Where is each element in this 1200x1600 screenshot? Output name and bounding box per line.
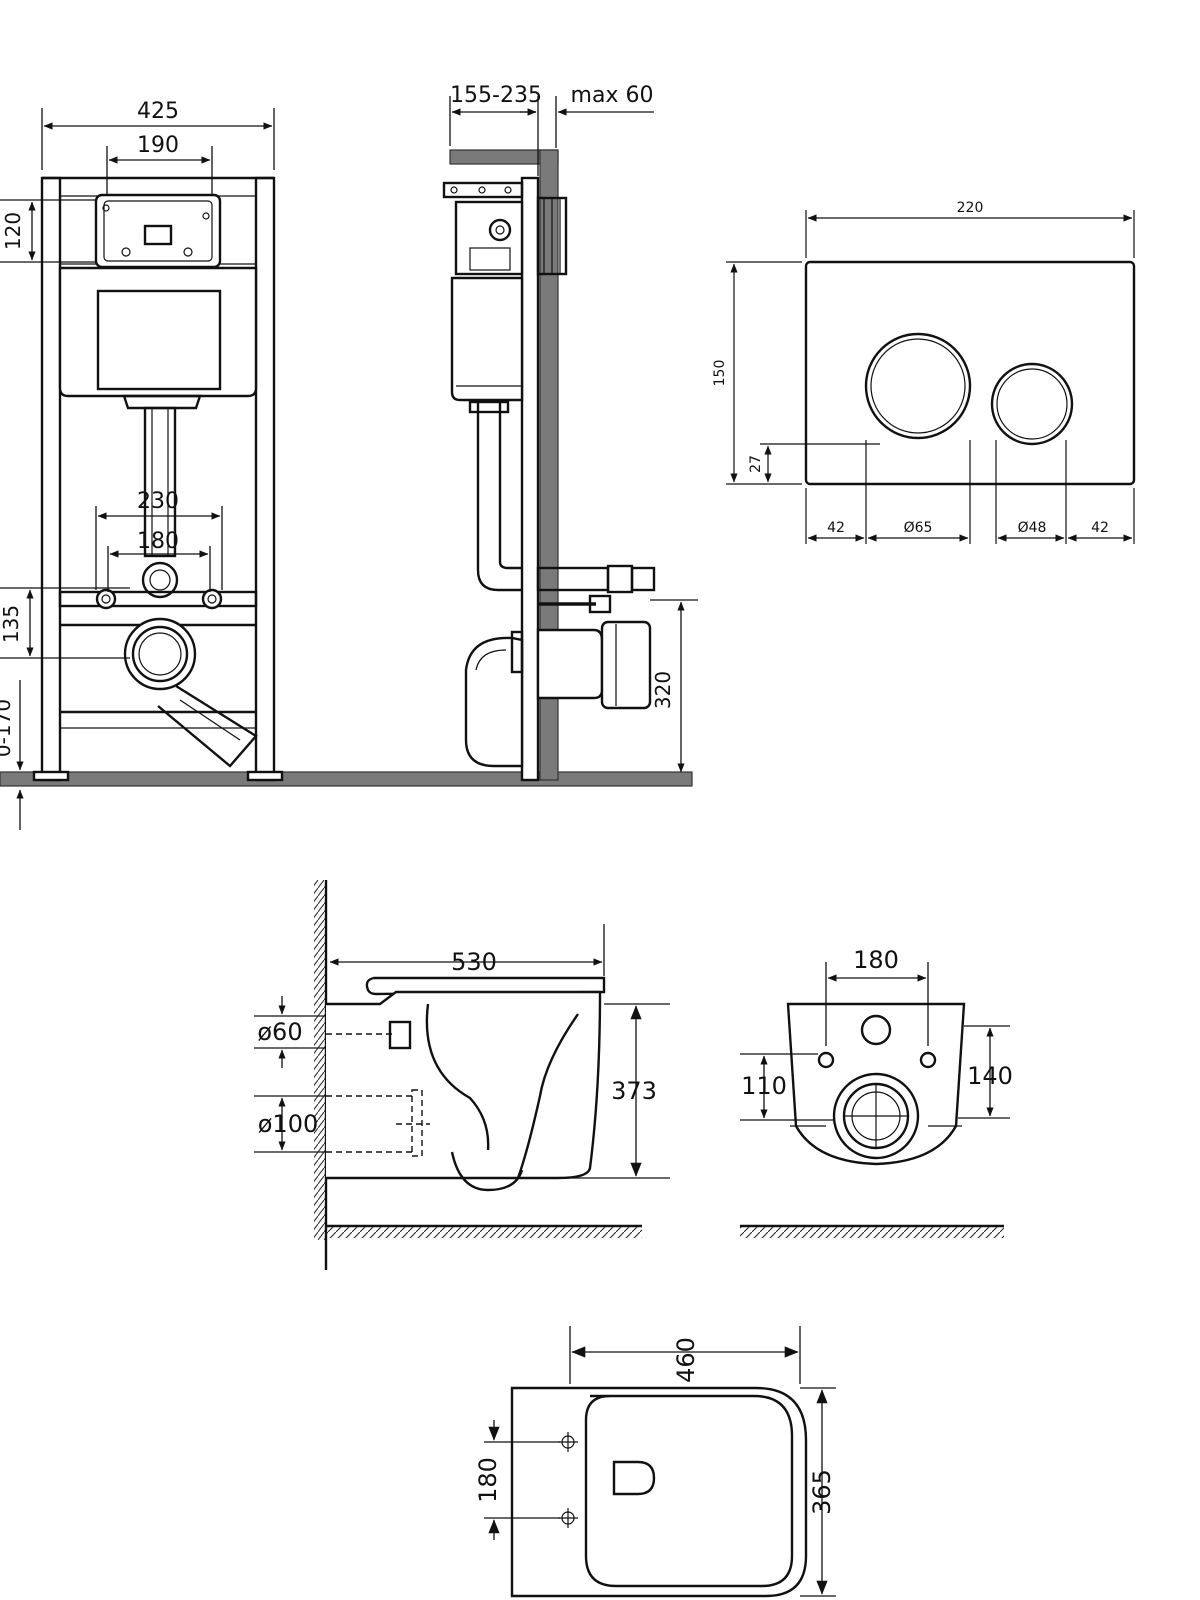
frame-leg-adjust-label: 0-170 (0, 699, 15, 757)
frame-bolt-inner-label: 180 (137, 529, 179, 554)
flush-button-offset-dimension: 27 (748, 443, 880, 483)
frame-panel-width-dimension: 190 (106, 133, 213, 196)
toilet-back-inlet-dimension: 140 (958, 1025, 1013, 1119)
floor-line (0, 771, 693, 787)
flush-button-large-label: Ø65 (904, 520, 933, 536)
frame-front-view (32, 176, 284, 782)
toilet-side-view (326, 976, 606, 1192)
frame-outlet-floor-dimension: 320 (650, 599, 698, 773)
frame-panel-width-label: 190 (137, 133, 179, 158)
toilet-height-label: 373 (611, 1077, 657, 1105)
flush-button-small (990, 362, 1074, 446)
flush-margin-right-label: 42 (1091, 520, 1109, 536)
flush-plate-height-label: 150 (712, 360, 728, 387)
toilet-inlet-dimension: ø60 (254, 996, 326, 1068)
toilet-top-width-dimension: 460 (569, 1326, 801, 1384)
frame-panel-height-label: 120 (1, 212, 25, 250)
toilet-top-depth-label: 365 (808, 1469, 836, 1515)
toilet-height-dimension: 373 (560, 1003, 670, 1179)
flush-bottom-dimensions: 42 Ø65 Ø48 42 (805, 440, 1135, 544)
toilet-length-label: 530 (451, 948, 497, 976)
toilet-back-outlet-dimension: 110 (740, 1053, 834, 1121)
frame-width-dimension: 425 (41, 99, 275, 170)
frame-bolt-outer-label: 230 (137, 489, 179, 514)
frame-leg-adjust-dimension: 0-170 (0, 680, 24, 830)
frame-panel-height-dimension: 120 (0, 199, 96, 263)
toilet-inlet-label: ø60 (257, 1018, 302, 1046)
toilet-top-bolt-label: 180 (474, 1457, 502, 1503)
frame-outlet-height-dimension: 135 (0, 587, 130, 659)
toilet-outlet-dimension: ø100 (254, 1095, 326, 1153)
toilet-side-wall (314, 880, 642, 1270)
flush-button-offset-label: 27 (748, 455, 764, 473)
frame-panel-max-dimension: max 60 (520, 83, 654, 148)
toilet-top-bolt-holes (558, 1432, 578, 1528)
toilet-length-dimension: 530 (329, 924, 605, 976)
flush-plate-width-label: 220 (957, 200, 984, 216)
toilet-top-depth-dimension: 365 (800, 1387, 836, 1597)
frame-panel-max-label: max 60 (571, 83, 654, 108)
toilet-back-view (786, 1002, 966, 1166)
toilet-back-outlet-label: 110 (741, 1072, 787, 1100)
frame-side-view (442, 149, 656, 782)
flush-margin-left-label: 42 (827, 520, 845, 536)
frame-depth-label: 155-235 (450, 83, 542, 108)
frame-outlet-floor-label: 320 (651, 671, 675, 709)
toilet-back-bolt-label: 180 (853, 946, 899, 974)
frame-width-label: 425 (137, 99, 179, 124)
flush-button-small-label: Ø48 (1018, 520, 1047, 536)
toilet-top-width-label: 460 (672, 1337, 700, 1383)
flush-plate-height-dimension: 150 (712, 261, 802, 485)
frame-outlet-height-label: 135 (0, 605, 23, 643)
toilet-top-view (510, 1386, 808, 1598)
toilet-outlet-label: ø100 (258, 1110, 319, 1138)
toilet-back-floor (740, 1224, 1004, 1238)
toilet-back-inlet-label: 140 (967, 1062, 1013, 1090)
flush-button-large (864, 332, 972, 440)
flush-plate-width-dimension: 220 (805, 200, 1135, 258)
frame-bolt-inner-dimension: 180 (107, 529, 211, 592)
frame-bolt-outer-dimension: 230 (95, 489, 223, 590)
toilet-back-bolt-dimension: 180 (825, 946, 929, 1046)
toilet-top-bolt-dimension: 180 (474, 1420, 560, 1540)
